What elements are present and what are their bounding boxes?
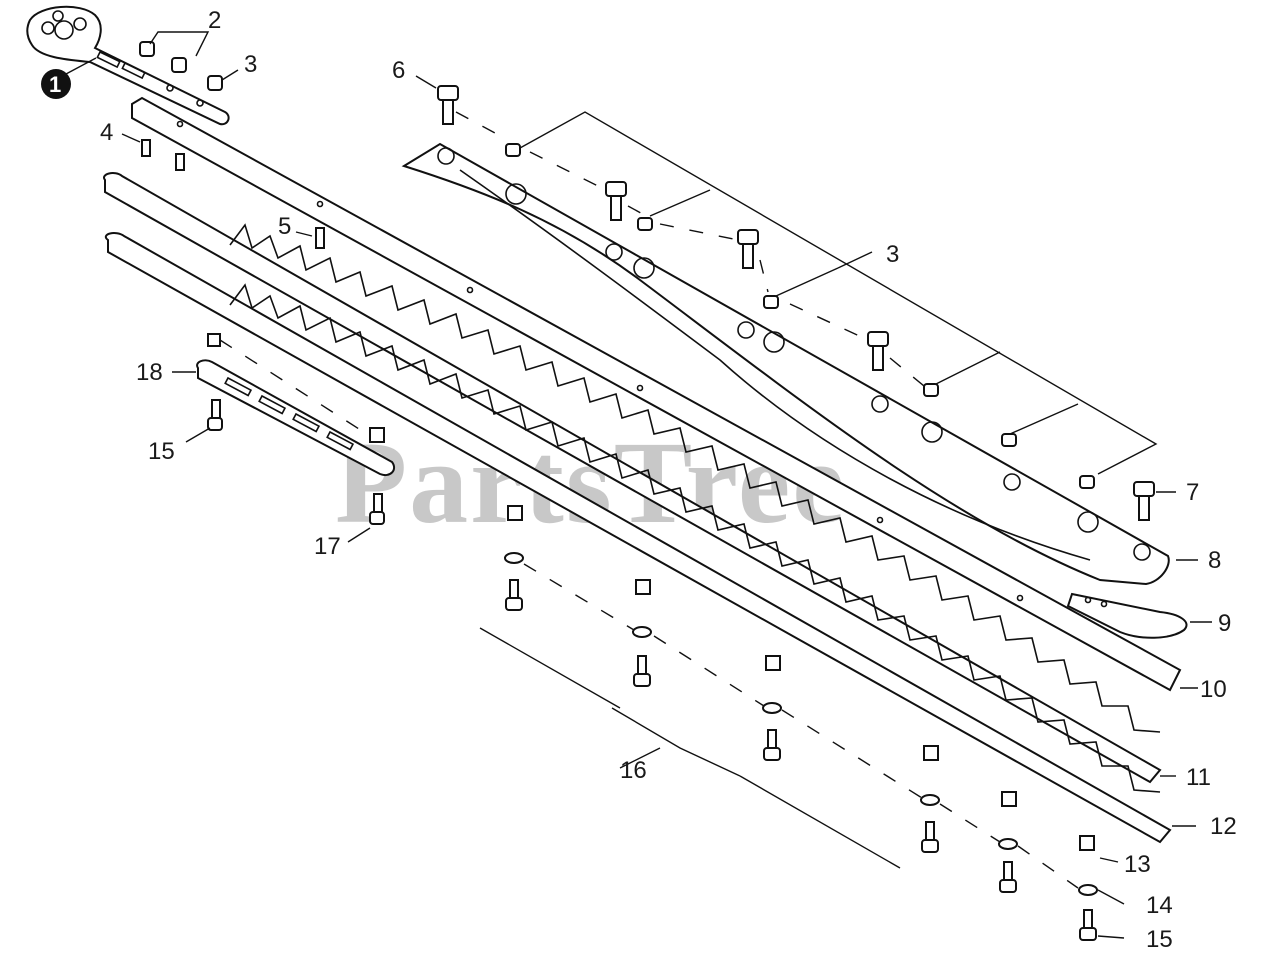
part-tip-piece bbox=[1066, 592, 1188, 639]
callout-15a: 15 bbox=[148, 438, 175, 465]
callout-11: 11 bbox=[1186, 764, 1211, 791]
part-lower-cutter-blade bbox=[105, 232, 1172, 844]
leader-lines bbox=[65, 31, 1212, 939]
callout-1-marker bbox=[41, 69, 71, 99]
hardware-fasteners bbox=[139, 41, 1155, 941]
part-short-plate bbox=[196, 359, 396, 476]
callout-18: 18 bbox=[136, 359, 163, 386]
callout-6: 6 bbox=[392, 57, 405, 84]
callout-2: 2 bbox=[208, 7, 221, 34]
callout-13: 13 bbox=[1124, 851, 1151, 878]
dashed-alignment-lines bbox=[219, 111, 1079, 889]
callout-1: 1 bbox=[49, 72, 61, 97]
callout-10: 10 bbox=[1200, 676, 1227, 703]
callout-15b: 15 bbox=[1146, 926, 1173, 953]
callout-8: 8 bbox=[1208, 547, 1221, 574]
part-flat-bar bbox=[131, 96, 1182, 692]
callout-12: 12 bbox=[1210, 813, 1237, 840]
part-upper-cutter-blade bbox=[103, 172, 1162, 784]
callout-9: 9 bbox=[1218, 610, 1231, 637]
part-guard-bar bbox=[401, 142, 1170, 586]
callout-4: 4 bbox=[100, 119, 113, 146]
callout-5: 5 bbox=[278, 213, 291, 240]
callout-16: 16 bbox=[620, 757, 647, 784]
watermark: PartsTree bbox=[335, 417, 847, 548]
callout-17: 17 bbox=[314, 533, 341, 560]
callout-14: 14 bbox=[1146, 892, 1173, 919]
callout-3a: 3 bbox=[244, 51, 257, 78]
callout-7: 7 bbox=[1186, 479, 1199, 506]
callout-labels: 1 2 3 3 4 5 6 7 8 9 10 11 12 13 14 15 15… bbox=[41, 7, 1237, 953]
callout-3b: 3 bbox=[886, 241, 899, 268]
part-handle-plate bbox=[26, 5, 230, 126]
